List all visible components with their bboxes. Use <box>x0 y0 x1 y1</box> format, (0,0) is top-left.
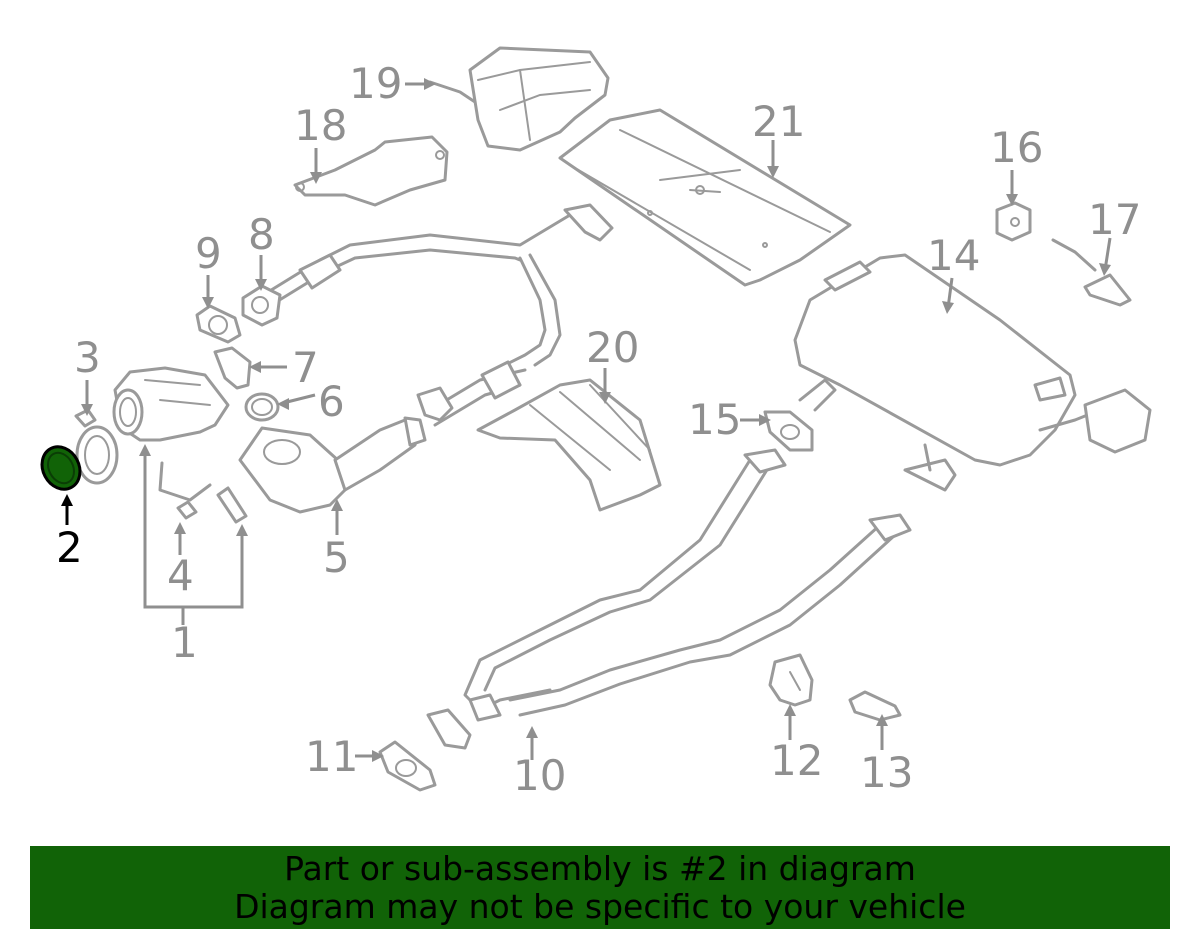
callout-2: 2 <box>56 523 83 572</box>
callout-16: 16 <box>990 123 1043 172</box>
callout-4: 4 <box>167 551 194 600</box>
callout-1: 1 <box>171 618 198 667</box>
callout-20: 20 <box>586 323 639 372</box>
part-10-rear-pipe[interactable] <box>426 448 912 750</box>
callout-13: 13 <box>860 748 913 797</box>
leader-lines <box>61 78 1112 762</box>
part-8-front-pipe[interactable] <box>241 203 614 372</box>
callout-5: 5 <box>323 533 350 582</box>
banner-line-disclaimer: Diagram may not be specific to your vehi… <box>234 886 966 926</box>
part-3-flange[interactable] <box>74 408 119 485</box>
part-16-clip[interactable] <box>995 201 1032 242</box>
callout-7: 7 <box>292 343 319 392</box>
part-21-floor-heat-shield[interactable] <box>558 108 852 287</box>
part-12-hanger[interactable] <box>768 653 814 707</box>
pipe-mid-section <box>416 360 527 427</box>
callout-labels: 1 2 3 4 5 6 7 8 9 10 11 12 13 14 15 16 1… <box>56 59 1141 800</box>
part-13-bracket[interactable] <box>848 690 902 722</box>
part-17-bracket[interactable] <box>1051 238 1132 307</box>
callout-12: 12 <box>770 736 823 785</box>
part-7-bracket[interactable] <box>213 346 252 390</box>
callout-15: 15 <box>688 395 741 444</box>
banner-line-part: Part or sub-assembly is #2 in diagram <box>284 848 916 888</box>
callout-14: 14 <box>927 231 980 280</box>
part-19-heat-shield[interactable] <box>428 46 610 152</box>
callout-6: 6 <box>318 377 345 426</box>
part-9-gasket[interactable] <box>195 304 242 344</box>
part-18-shield-bracket[interactable] <box>293 135 449 207</box>
part-4-clamp[interactable] <box>158 461 248 524</box>
part-2-gasket-highlighted[interactable] <box>35 440 87 496</box>
callout-9: 9 <box>195 229 222 278</box>
callout-8: 8 <box>248 210 275 259</box>
callout-19: 19 <box>349 59 402 108</box>
callout-3: 3 <box>74 333 101 382</box>
callout-18: 18 <box>294 101 347 150</box>
part-15-gasket[interactable] <box>763 410 814 452</box>
exhaust-parts-diagram: 1 2 3 4 5 6 7 8 9 10 11 12 13 14 15 16 1… <box>35 46 1152 800</box>
callout-10: 10 <box>513 751 566 800</box>
callout-21: 21 <box>752 97 805 146</box>
callout-11: 11 <box>305 732 358 781</box>
part-20-heat-shield[interactable] <box>476 378 662 512</box>
part-6-gasket-ring[interactable] <box>244 392 280 422</box>
callout-17: 17 <box>1088 195 1141 244</box>
part-1-catalytic-converter[interactable] <box>112 366 230 442</box>
part-5-catalytic-converter[interactable] <box>238 416 427 514</box>
part-info-banner: Part or sub-assembly is #2 in diagram Di… <box>30 846 1170 929</box>
part-11-gasket[interactable] <box>378 740 437 792</box>
part-14-muffler[interactable] <box>793 253 1152 492</box>
